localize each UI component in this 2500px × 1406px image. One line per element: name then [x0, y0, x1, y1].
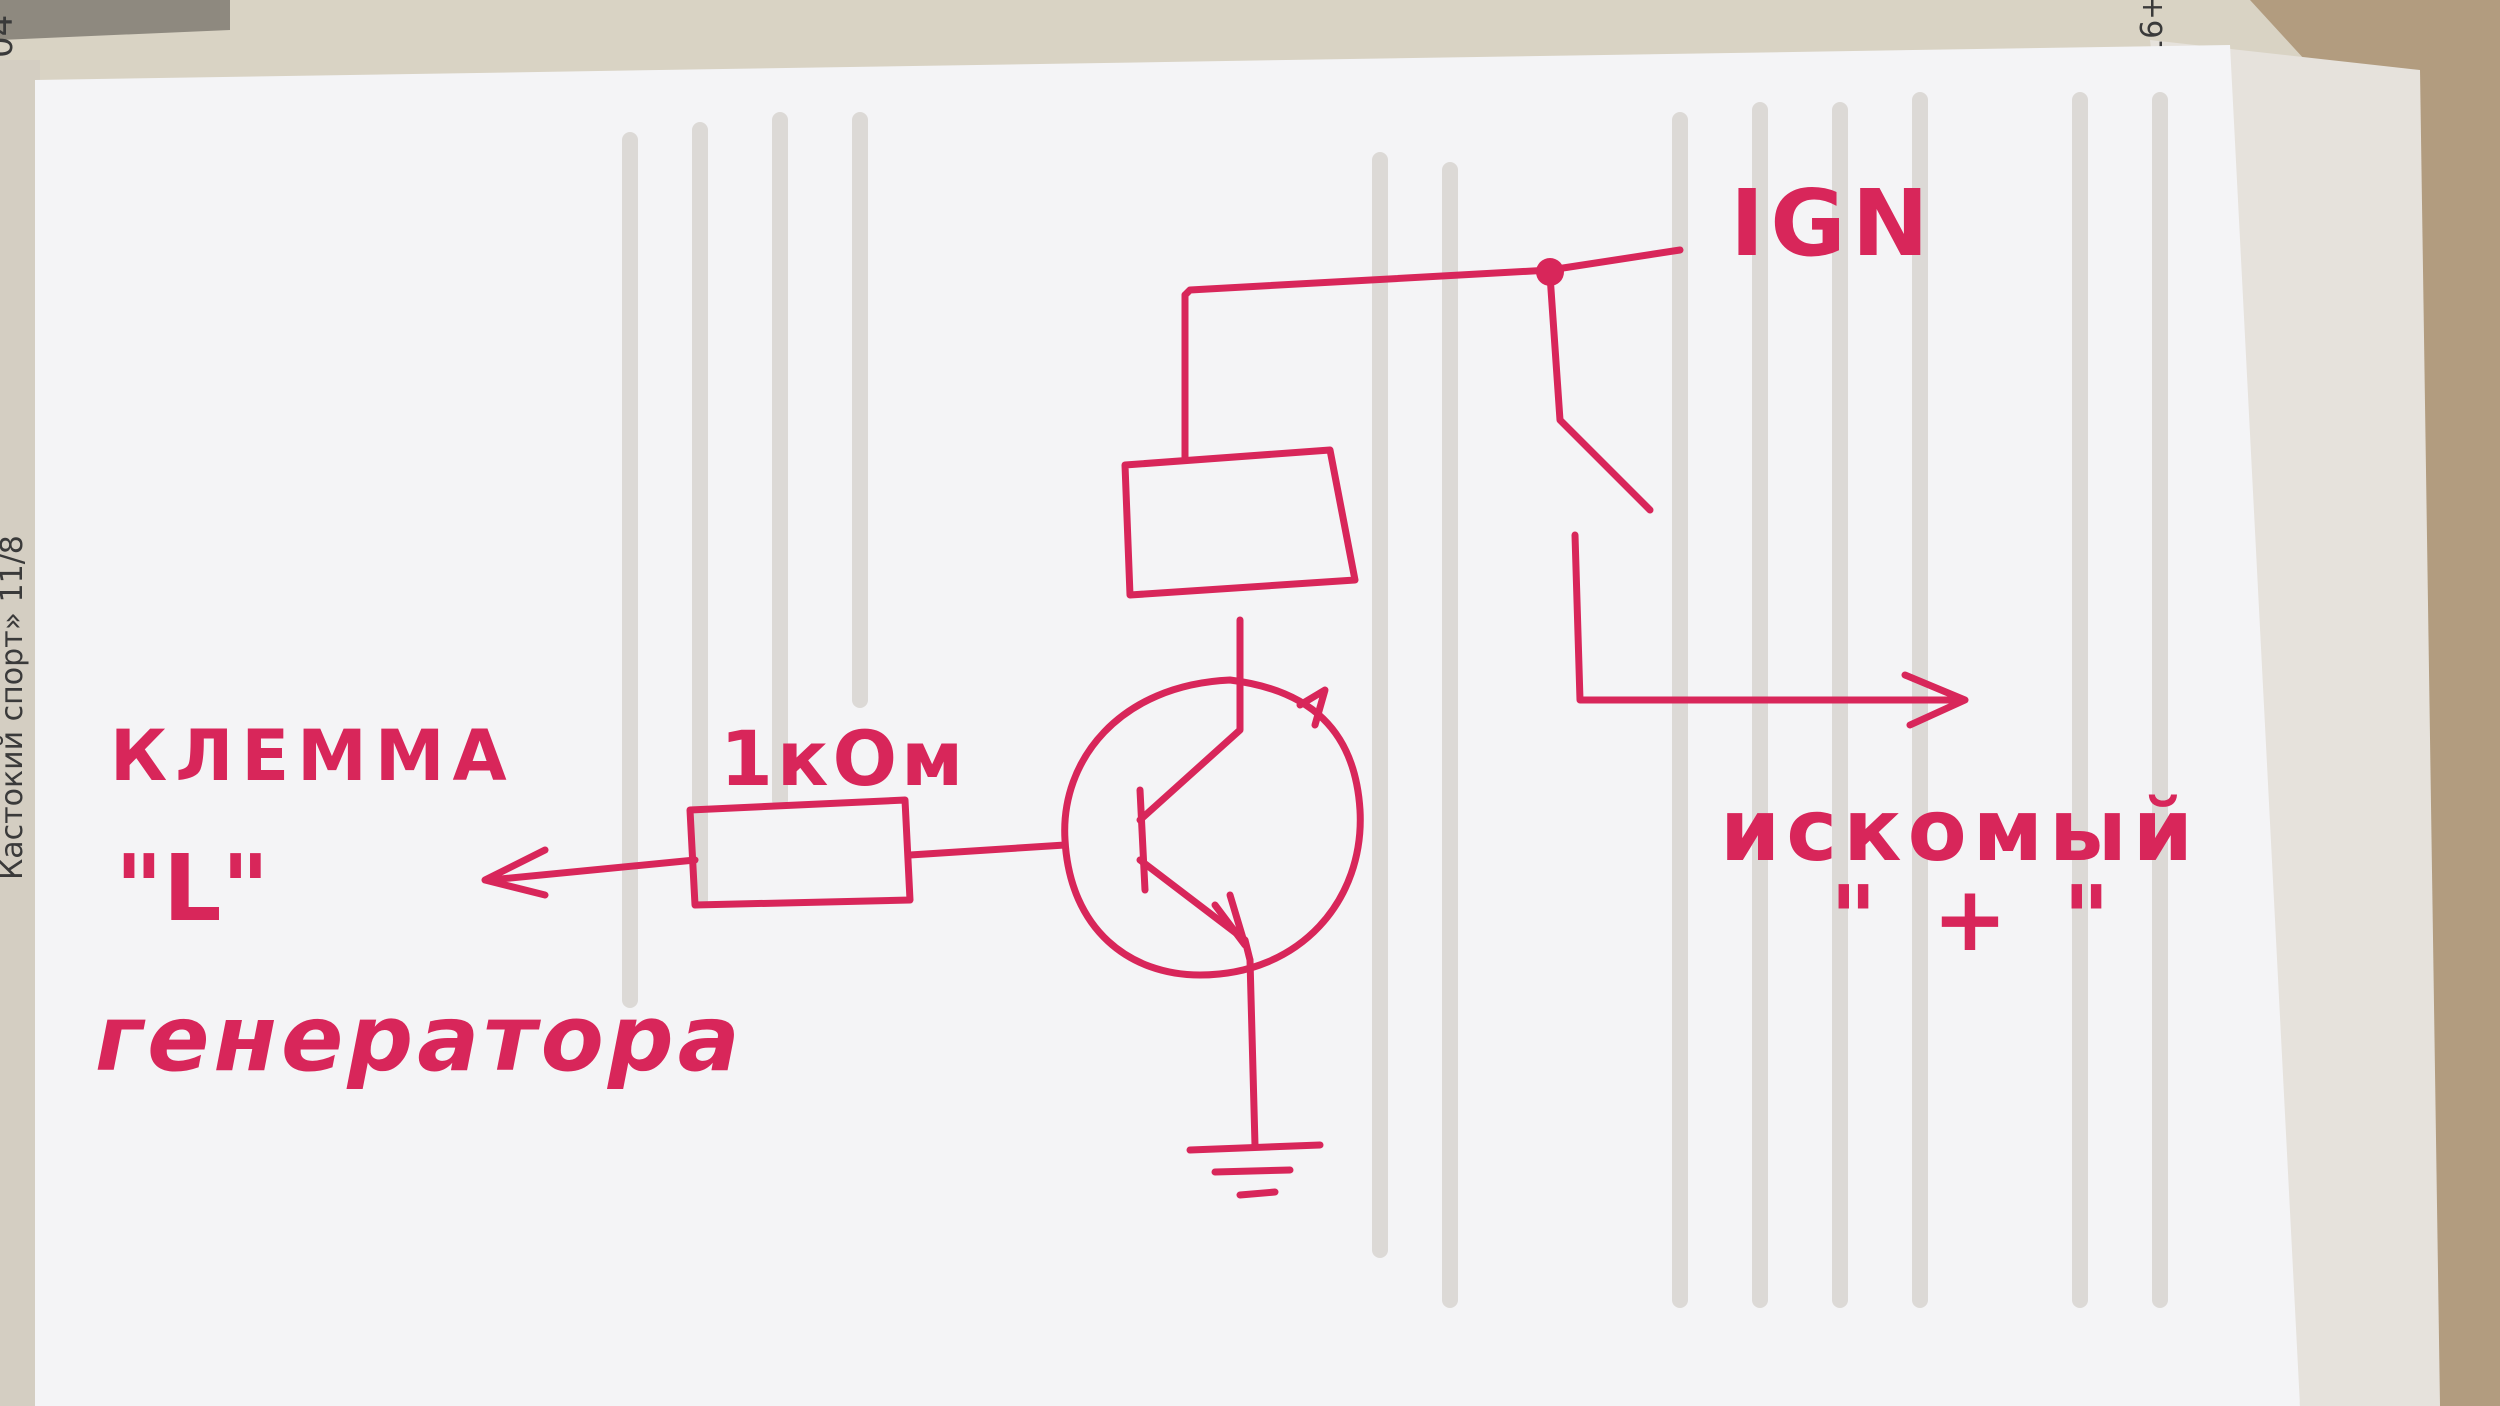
resistor-value-label: 1кОм: [720, 714, 967, 803]
emitter-arrow: [1211, 891, 1249, 949]
output-arrow: [1901, 671, 1969, 729]
left-edge-text: Кастокий спорт» 11/8: [0, 535, 30, 880]
top-left-number: 04: [0, 15, 21, 58]
terminal-wire: [486, 856, 699, 884]
circuit-drawing: [481, 246, 1969, 1199]
ground-bar-2: [1211, 1166, 1294, 1176]
ground-bar-3: [1236, 1188, 1279, 1199]
output-label-line2: " + ": [1830, 867, 2122, 972]
base-wire: [906, 841, 1069, 859]
terminal-label-line2: "L": [115, 835, 270, 942]
output-wire: [1571, 531, 1959, 704]
relay-coil: [1121, 446, 1359, 599]
terminal-label-line3: генератора: [95, 985, 744, 1092]
terminal-arrow: [481, 846, 549, 899]
terminal-label-line1: КЛЕММА: [110, 715, 515, 797]
output-label-line1: искомый: [1720, 781, 2199, 881]
transistor-base-bar: [1136, 786, 1149, 894]
collector-wire: [1136, 616, 1244, 824]
paper-sheet: [35, 45, 2300, 1406]
ign-label: IGN: [1730, 170, 1935, 277]
ground-bar-1: [1186, 1141, 1324, 1154]
emitter-ground-wire: [1246, 956, 1259, 1149]
newspaper-photo: [0, 0, 230, 40]
ign-rail: [1181, 246, 1684, 299]
transistor-body-arrow: [1296, 686, 1329, 729]
newspaper-left: [0, 60, 40, 1406]
resistor: [686, 796, 914, 909]
transistor-body: [1061, 676, 1364, 979]
relay-contact-switch: [1546, 271, 1654, 514]
